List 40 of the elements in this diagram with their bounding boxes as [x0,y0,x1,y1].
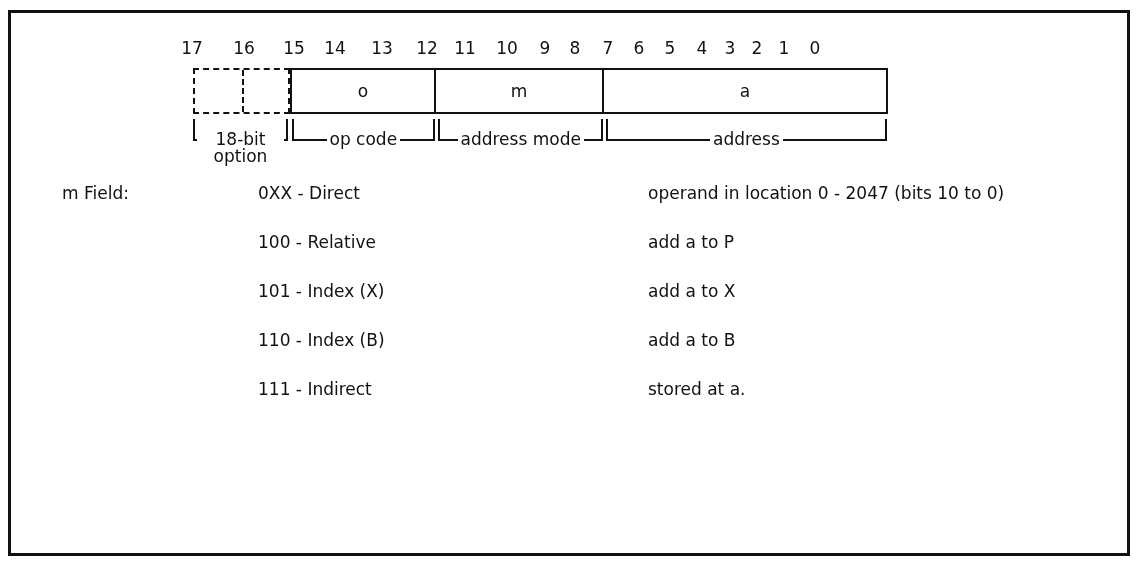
field-letter: o [357,81,369,101]
mode-description: add a to B [648,330,736,350]
field-box [604,68,888,114]
bit-number: 10 [496,38,518,58]
mode-code: 0XX - Direct [258,183,360,203]
mode-code: 101 - Index (X) [258,281,385,301]
field-box [290,68,436,114]
bit-number: 17 [181,38,203,58]
bracket-label: address [710,131,783,148]
mode-code: 111 - Indirect [258,379,372,399]
bit-number: 12 [416,38,438,58]
optional-field-box [193,68,290,114]
bit-number: 15 [283,38,305,58]
field-letter: a [739,81,751,101]
mode-code: 110 - Index (B) [258,330,385,350]
bit-number: 7 [602,38,614,58]
mode-description: stored at a. [648,379,746,399]
bit-number: 3 [724,38,736,58]
field-box [436,68,604,114]
bit-number: 13 [371,38,393,58]
bit-number: 2 [751,38,763,58]
mode-description: operand in location 0 - 2047 (bits 10 to 0) [648,183,1005,203]
bracket-label: op code [326,131,401,148]
field-letter: m [510,81,528,101]
bit-number: 4 [696,38,708,58]
bracket-label: 18-bit option [197,131,284,165]
bit-number: 1 [778,38,790,58]
bit-number: 0 [809,38,821,58]
bit-number: 6 [633,38,645,58]
bit-number: 14 [324,38,346,58]
bit-number: 11 [454,38,476,58]
bit-number: 8 [569,38,581,58]
mode-code: 100 - Relative [258,232,376,252]
bracket-label: address mode [457,131,584,148]
bit-number: 9 [539,38,551,58]
bit-number: 5 [664,38,676,58]
row-heading: m Field: [62,183,129,203]
mode-description: add a to X [648,281,736,301]
mode-description: add a to P [648,232,734,252]
bit-number: 16 [233,38,255,58]
